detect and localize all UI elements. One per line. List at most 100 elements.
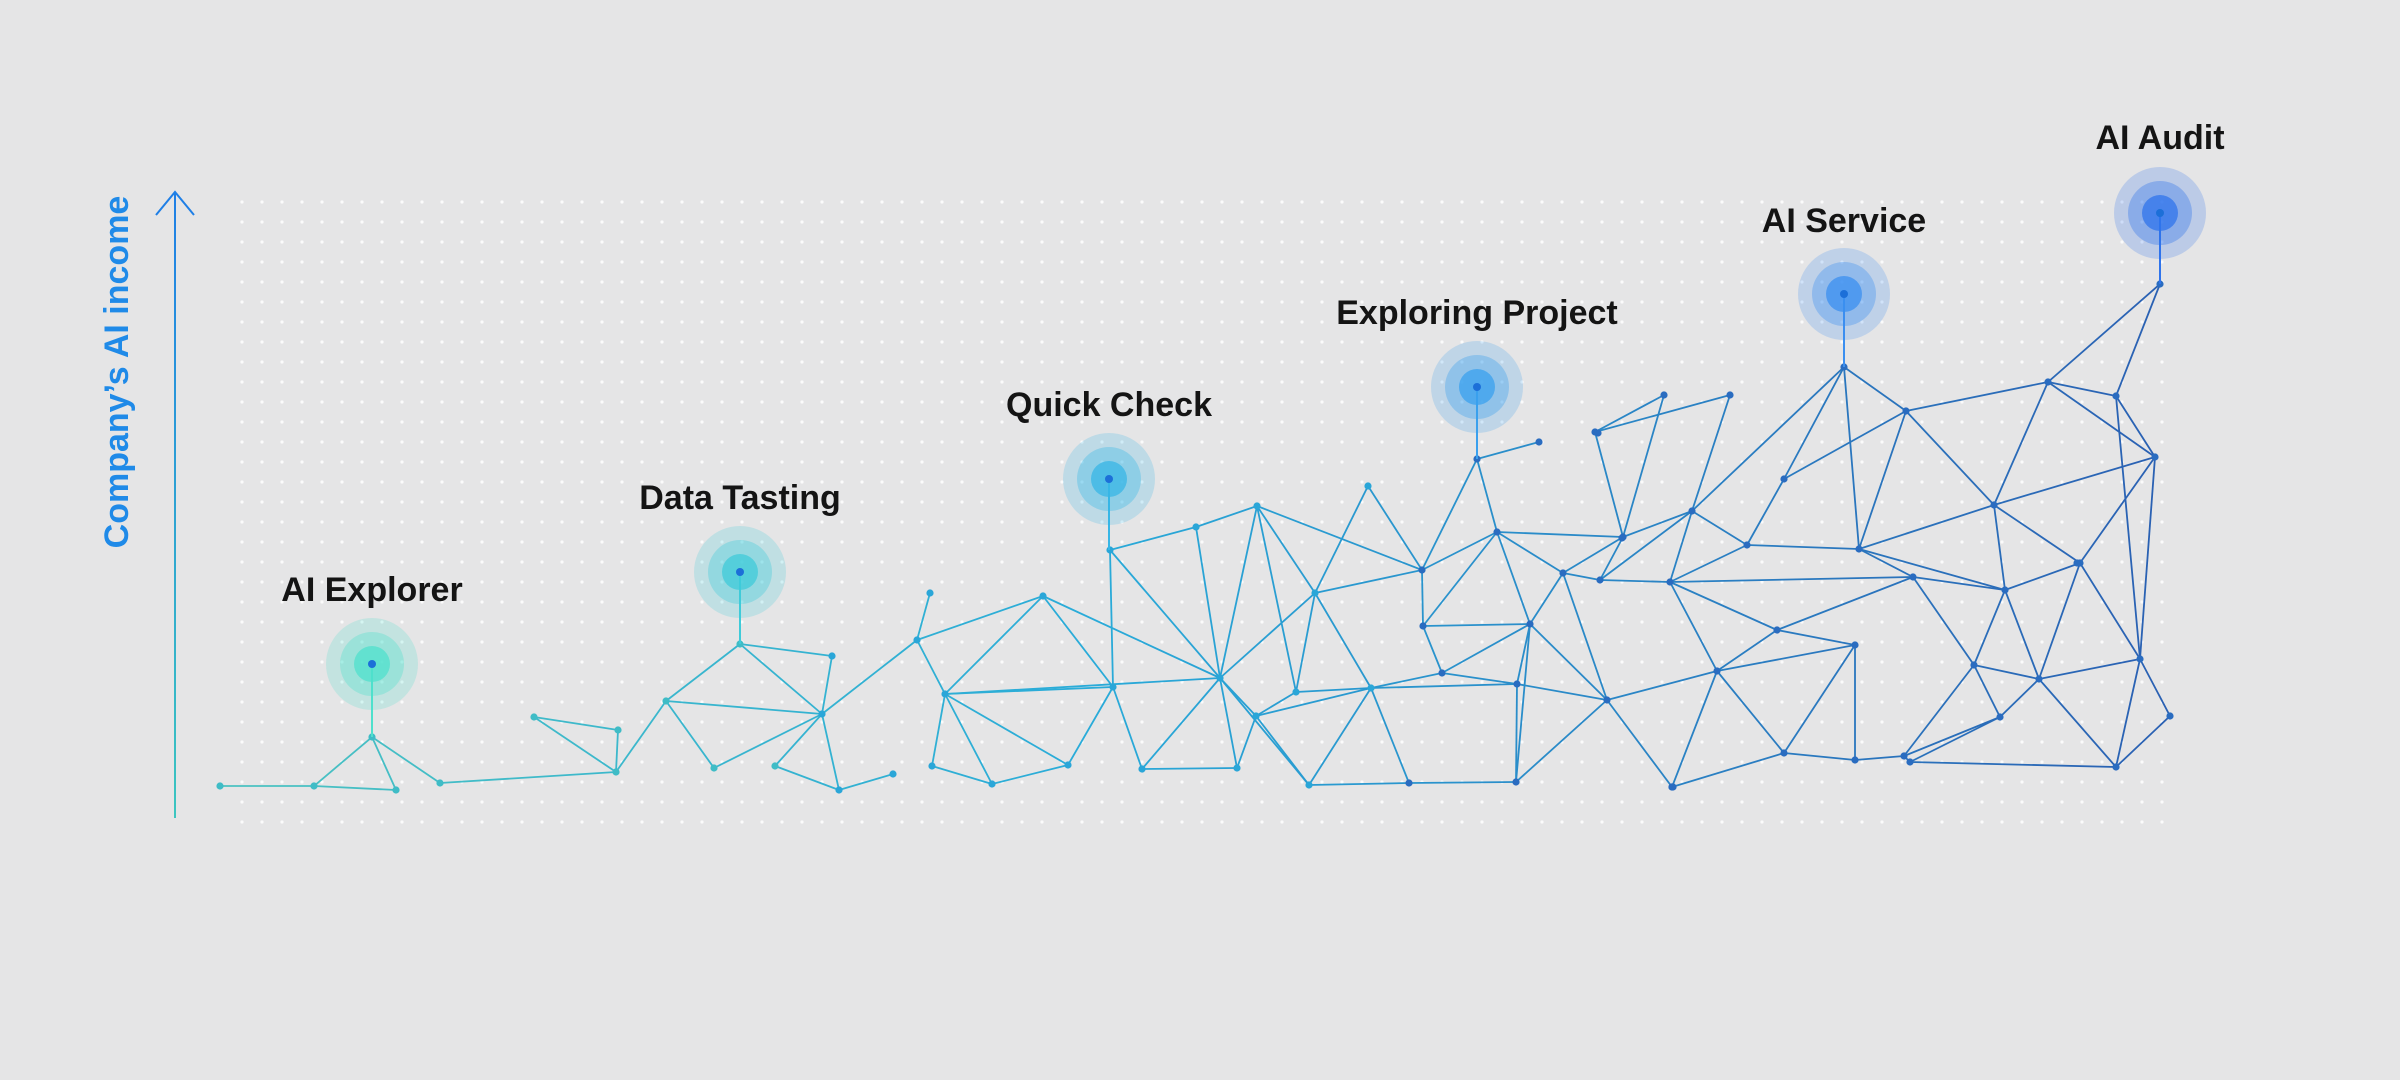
- network-edge: [1783, 410, 1907, 480]
- network-node: [1364, 482, 1372, 490]
- network-edge: [2038, 658, 2141, 680]
- network-edge: [2038, 678, 2117, 768]
- network-node: [392, 786, 400, 794]
- network-edge: [1669, 581, 1778, 631]
- network-node: [2044, 378, 2052, 386]
- network-node: [1603, 696, 1611, 704]
- network-node: [612, 768, 620, 776]
- network-node: [1535, 438, 1543, 446]
- network-edge: [1042, 595, 1114, 688]
- network-node: [1902, 407, 1910, 415]
- network-edge: [1496, 531, 1564, 574]
- network-node: [988, 780, 996, 788]
- network-edge: [821, 655, 833, 715]
- milestone-dot: [368, 660, 376, 668]
- network-edge: [1219, 592, 1316, 679]
- network-edge: [1529, 572, 1564, 625]
- network-edge: [313, 785, 397, 791]
- network-node: [662, 697, 670, 705]
- network-node: [1713, 667, 1721, 675]
- network-node: [530, 713, 538, 721]
- milestone-dot: [2156, 209, 2164, 217]
- network-edge: [1973, 664, 2040, 680]
- network-edge: [1783, 752, 1856, 761]
- network-edge: [1515, 683, 1518, 783]
- network-edge: [944, 686, 1114, 695]
- network-edge: [1622, 394, 1665, 538]
- network-edge: [1236, 715, 1257, 769]
- network-node: [889, 770, 897, 778]
- network-edge: [1112, 686, 1143, 770]
- network-edge: [665, 700, 715, 769]
- network-edge: [1295, 687, 1372, 693]
- network-edge: [1141, 677, 1221, 770]
- network-edge: [1669, 576, 1914, 583]
- network-edge: [1746, 544, 1860, 550]
- network-edge: [615, 729, 619, 773]
- network-node: [1292, 688, 1300, 696]
- network-edge: [1370, 687, 1410, 784]
- network-node: [818, 710, 826, 718]
- network-node: [1851, 756, 1859, 764]
- milestone-label: AI Explorer: [281, 571, 462, 609]
- network-edge: [1476, 458, 1498, 533]
- network-edge: [1993, 381, 2049, 506]
- network-edge: [1594, 394, 1665, 433]
- network-edge: [1993, 456, 2156, 506]
- network-node: [1990, 501, 1998, 509]
- network-node: [835, 786, 843, 794]
- network-node: [941, 690, 949, 698]
- network-mesh: [216, 280, 2174, 794]
- network-edge: [1476, 441, 1540, 460]
- network-edge: [1606, 670, 1718, 701]
- network-edge: [1669, 510, 1693, 583]
- network-edge: [2047, 381, 2117, 397]
- network-node: [310, 782, 318, 790]
- network-edge: [1599, 579, 1671, 583]
- network-edge: [2139, 456, 2156, 660]
- network-edge: [944, 693, 993, 785]
- network-node: [1909, 573, 1917, 581]
- network-edge: [371, 736, 441, 784]
- network-edge: [1441, 672, 1518, 685]
- network-edge: [821, 713, 840, 791]
- network-node: [913, 636, 921, 644]
- network-node: [1726, 391, 1734, 399]
- network-edge: [1606, 699, 1673, 788]
- network-node: [1192, 523, 1200, 531]
- network-edge: [1370, 672, 1443, 689]
- milestone-label: Quick Check: [1006, 386, 1212, 424]
- network-node: [2136, 655, 2144, 663]
- network-node: [1216, 674, 1224, 682]
- network-edge: [2115, 395, 2156, 458]
- network-node: [1039, 592, 1047, 600]
- network-edge: [1496, 531, 1624, 538]
- network-edge: [1903, 716, 2001, 757]
- network-edge: [1912, 576, 1975, 666]
- network-edge: [1858, 548, 1914, 578]
- network-edge: [1370, 683, 1518, 689]
- network-node: [1559, 569, 1567, 577]
- milestone-quick-check: Quick Check: [1006, 386, 1212, 550]
- network-edge: [371, 736, 397, 791]
- network-edge: [2047, 381, 2156, 458]
- network-edge: [1441, 623, 1531, 674]
- network-node: [1138, 765, 1146, 773]
- network-edge: [944, 693, 1069, 766]
- milestone-dot: [1105, 475, 1113, 483]
- network-node: [1512, 778, 1520, 786]
- network-edge: [2004, 589, 2040, 680]
- network-edge: [439, 771, 617, 784]
- network-edge: [931, 765, 993, 785]
- network-edge: [1515, 699, 1608, 783]
- network-edge: [1219, 677, 1238, 769]
- network-node: [1405, 779, 1413, 787]
- milestone-ai-explorer: AI Explorer: [281, 571, 463, 737]
- milestone-label: AI Service: [1762, 202, 1926, 240]
- network-edge: [931, 693, 946, 767]
- network-node: [1526, 620, 1534, 628]
- milestone-label: AI Audit: [2095, 119, 2224, 157]
- network-node: [1743, 541, 1751, 549]
- network-edge: [1195, 505, 1258, 528]
